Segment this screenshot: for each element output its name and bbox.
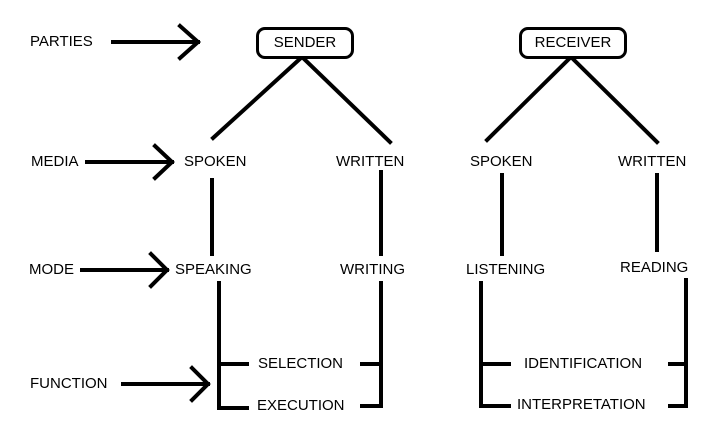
receiver-reading: READING xyxy=(620,259,689,276)
sender-branches xyxy=(210,54,393,410)
receiver-branches xyxy=(479,54,688,408)
sender-written: WRITTEN xyxy=(336,153,405,170)
sender-speaking: SPEAKING xyxy=(175,261,252,278)
mode-arrow xyxy=(80,251,170,289)
receiver-identification: IDENTIFICATION xyxy=(524,355,643,372)
parties-arrow xyxy=(111,23,202,61)
sender-selection: SELECTION xyxy=(258,355,344,372)
receiver-box: RECEIVER xyxy=(519,27,627,59)
sender-title: SENDER xyxy=(273,34,337,51)
receiver-interpretation: INTERPRETATION xyxy=(517,396,646,413)
row-label-parties: PARTIES xyxy=(30,33,93,50)
row-label-function: FUNCTION xyxy=(30,375,108,392)
receiver-spoken: SPOKEN xyxy=(470,153,533,170)
receiver-written: WRITTEN xyxy=(618,153,687,170)
media-arrow xyxy=(85,143,175,181)
row-label-mode: MODE xyxy=(29,261,74,278)
sender-execution: EXECUTION xyxy=(257,397,345,414)
row-label-media: MEDIA xyxy=(31,153,79,170)
function-arrow xyxy=(121,365,211,403)
receiver-listening: LISTENING xyxy=(466,261,546,278)
receiver-title: RECEIVER xyxy=(534,34,612,51)
sender-spoken: SPOKEN xyxy=(184,153,247,170)
sender-writing: WRITING xyxy=(340,261,405,278)
sender-box: SENDER xyxy=(256,27,354,59)
